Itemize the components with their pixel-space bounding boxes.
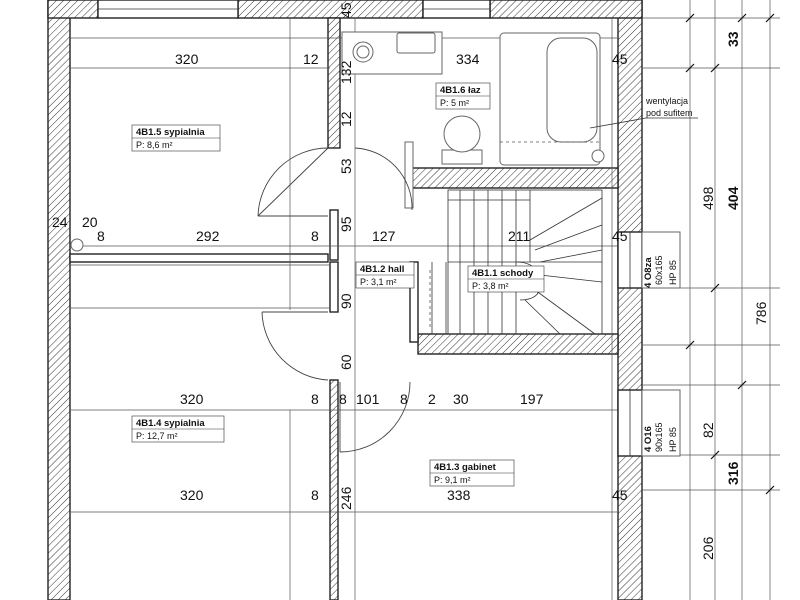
dim-bot-320: 320 [180,487,204,503]
wall-bath-left [327,17,341,149]
door-office [339,381,411,453]
wall-office-left-top [329,261,339,313]
dim-v-95: 95 [338,216,354,232]
dim-right-206: 206 [700,536,716,560]
door-bathroom [354,147,413,211]
room-name-bedroom-4: 4B1.4 sypialnia [136,418,205,429]
ventilation-note-line-1: wentylacja [645,96,688,106]
room-area-hall: P: 3,1 m² [360,277,397,287]
dim-right-33: 33 [725,31,741,47]
dim-bot-8: 8 [311,487,319,503]
dim-mid-8: 8 [311,228,319,244]
dimension-lines [70,0,780,600]
room-name-bathroom: 4B1.6 łaz [440,85,481,96]
room-area-stairs: P: 3,8 m² [472,281,509,291]
dim-v-45-top: 45 [338,2,354,18]
dim-low-2: 2 [428,391,436,407]
dim-top-45: 45 [612,51,628,67]
wall-top-mid [237,0,424,19]
room-name-stairs: 4B1.1 schody [472,268,534,279]
dim-right-404: 404 [725,186,741,210]
dim-bot-45: 45 [612,487,628,503]
wall-bath-bottom [411,167,619,189]
room-area-bedroom-4: P: 12,7 m² [136,431,178,441]
wall-top-right [489,0,643,19]
dim-left-24: 24 [52,214,68,230]
room-name-office: 4B1.3 gabinet [434,462,497,473]
window-1-size: 60x165 [654,255,664,285]
wall-outer-left [47,0,71,600]
dim-v-90: 90 [338,293,354,309]
dim-low-197: 197 [520,391,544,407]
room-bathroom: 4B1.6 łaz P: 5 m² [435,82,491,110]
vent-outlet-1 [591,149,605,163]
ventilation-note-line-2: pod sufitem [646,108,693,118]
window-1-hp: HP 85 [668,260,678,285]
dim-v-132: 132 [338,60,354,84]
window-2-size: 90x165 [654,422,664,452]
vent-outlet-2 [70,238,84,252]
ventilation-note: wentylacja pod sufitem [589,96,698,129]
dim-right-786: 786 [753,301,769,325]
dim-low-101: 101 [356,391,380,407]
window-1-code: 4 O8za [643,257,654,288]
wall-stairs-bottom [417,333,619,355]
wall-bath-left-lower [329,209,339,261]
dim-right-82: 82 [700,422,716,438]
dim-mid-45: 45 [612,228,628,244]
dim-v-246: 246 [338,486,354,510]
room-bedroom-5: 4B1.5 sypialnia P: 8,6 m² [131,124,221,152]
bathroom-fixtures [70,31,605,252]
dim-v-12: 12 [338,111,354,127]
door-bedroom-4 [261,311,329,381]
wall-top-left [47,0,99,19]
dim-mid-127: 127 [372,228,396,244]
dim-low-30: 30 [453,391,469,407]
sink [396,32,436,54]
dim-mid-211: 211 [508,228,531,244]
dim-top-12: 12 [303,51,319,67]
room-area-bedroom-5: P: 8,6 m² [136,140,173,150]
dim-low-8c: 8 [400,391,408,407]
dim-top-320: 320 [175,51,199,67]
dimension-labels: 320 12 334 45 45 132 12 53 95 90 60 246 … [52,2,769,560]
dim-bot-338: 338 [447,487,471,503]
door-bedroom-5 [257,147,329,217]
room-office: 4B1.3 gabinet P: 9,1 m² [429,459,515,487]
dim-left-8: 8 [97,228,105,244]
wall-mid-horizontal [69,253,329,263]
dim-low-8: 8 [311,391,319,407]
room-labels: 4B1.5 sypialnia P: 8,6 m² 4B1.6 łaz P: 5… [131,82,545,487]
staircase [429,189,603,335]
dim-right-316: 316 [725,461,741,485]
window-2-code: 4 O16 [643,426,654,452]
dim-low-8b: 8 [339,391,347,407]
side-windows [617,231,681,457]
window-2-hp: HP 85 [668,427,678,452]
wall-outer-right [617,0,643,600]
room-stairs: 4B1.1 schody P: 3,8 m² [467,265,545,293]
room-area-office: P: 9,1 m² [434,475,471,485]
room-name-bedroom-5: 4B1.5 sypialnia [136,127,205,138]
doors [257,147,413,453]
room-area-bathroom: P: 5 m² [440,98,469,108]
dim-right-498: 498 [700,186,716,210]
dim-top-334: 334 [456,51,480,67]
dim-v-60: 60 [338,354,354,370]
room-name-hall: 4B1.2 hall [360,264,404,275]
room-hall: 4B1.2 hall P: 3,1 m² [355,261,415,289]
dim-mid-292: 292 [196,228,220,244]
window-labels: 4 O8za 60x165 HP 85 4 O16 90x165 HP 85 [643,255,678,452]
walls [47,0,643,600]
room-bedroom-4: 4B1.4 sypialnia P: 12,7 m² [131,415,225,443]
toilet-bowl [443,115,481,153]
dim-left-20: 20 [82,214,98,230]
dim-v-53: 53 [338,158,354,174]
wall-office-left [329,379,339,600]
dim-low-320: 320 [180,391,204,407]
